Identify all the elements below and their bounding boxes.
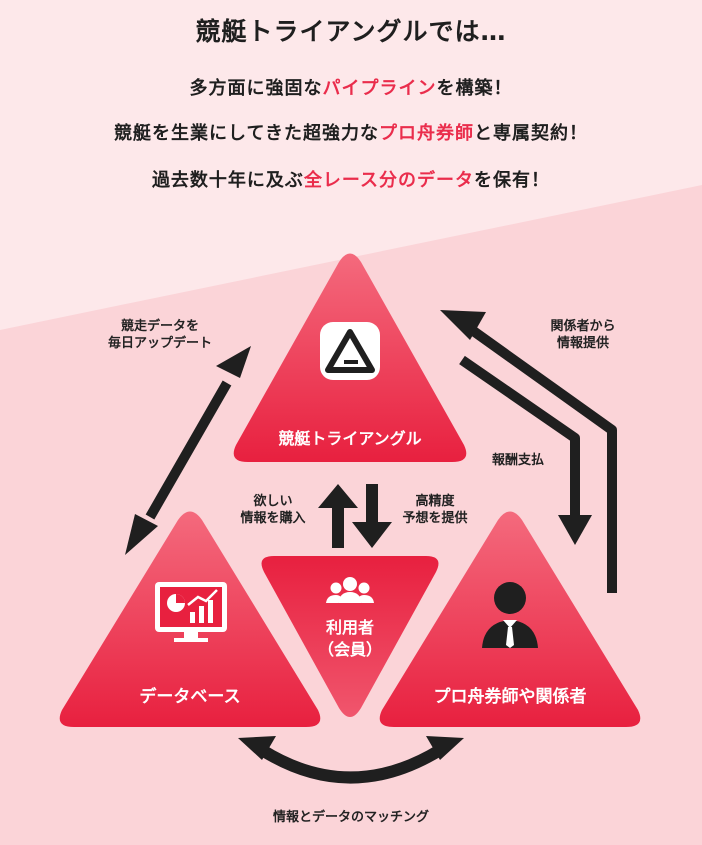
arrow-prediction: [352, 484, 392, 548]
node-center-label: 利用者: [325, 618, 374, 637]
arrow-buy-info: [318, 484, 358, 548]
monitor-chart-icon: [155, 582, 227, 642]
edge-label-db-update: 競走データを毎日アップデート: [107, 319, 212, 351]
node-center-triangle: [261, 556, 439, 717]
node-right-label: プロ舟券師や関係者: [433, 687, 587, 707]
node-left-label: データベース: [139, 687, 241, 707]
businessman-icon: [482, 582, 538, 648]
arrow-matching: [238, 736, 464, 784]
users-icon: [326, 577, 374, 603]
node-right-triangle: [379, 511, 641, 727]
arrow-info-provide: [440, 310, 617, 593]
node-center-sublabel: （会員）: [317, 640, 382, 659]
feature-line-3: 過去数十年に及ぶ全レース分のデータを保有！: [151, 170, 551, 191]
node-top-label: 競艇トライアングル: [278, 429, 422, 448]
edge-label-buy-info: 欲しい情報を購入: [240, 494, 306, 526]
arrow-db-update: [125, 346, 251, 555]
triangle-logo-icon: [320, 322, 380, 380]
arrow-reward: [459, 355, 592, 545]
edge-label-matching: 情報とデータのマッチング: [272, 810, 429, 825]
page-title: 競艇トライアングルでは…: [195, 17, 507, 46]
edge-label-info-provide: 関係者から情報提供: [550, 319, 616, 351]
edge-label-prediction: 高精度予想を提供: [402, 494, 468, 526]
edge-label-reward: 報酬支払: [491, 453, 544, 468]
feature-line-1: 多方面に強固なパイプラインを構築！: [189, 78, 513, 99]
feature-line-2: 競艇を生業にしてきた超強力なプロ舟券師と専属契約！: [114, 123, 588, 144]
